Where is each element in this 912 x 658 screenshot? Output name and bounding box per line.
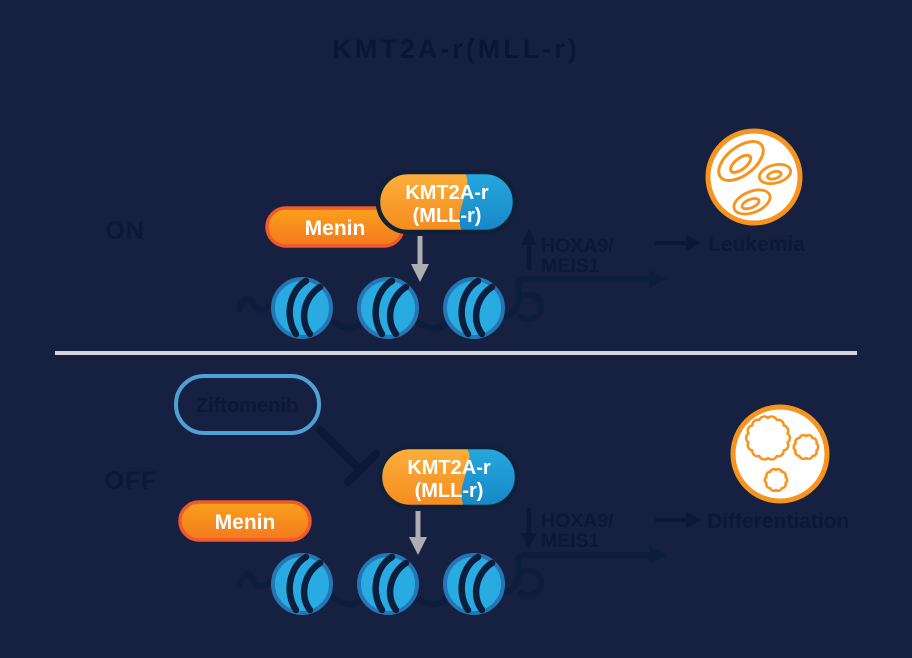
kmt2a-complex-pill-on: KMT2A-r (MLL-r)	[378, 172, 515, 232]
differentiated-cells-icon	[730, 404, 830, 504]
kmt2a-complex-pill-off: KMT2A-r (MLL-r)	[380, 447, 517, 507]
inhibitor-label: Ziftomenib	[196, 395, 298, 417]
menin-label-on: Menin	[305, 217, 366, 240]
menin-pill-off: Menin	[178, 500, 312, 542]
section-menin-on: ON Menin KMT2A-r (MLL-r) HOXA9/ MEIS1	[105, 128, 805, 337]
outcome-arrow-on	[655, 235, 701, 251]
chromatin-off	[239, 546, 667, 613]
page-title: KMT2A-r(MLL-r)	[332, 34, 579, 64]
outcome-arrow-off	[655, 512, 701, 528]
outcome-label-off: Differentiation	[707, 510, 849, 533]
gene-label-line2-on: MEIS1	[541, 255, 600, 277]
section-menin-off: Ziftomenib OFF Menin KMT2A-r (MLL-r)	[105, 374, 849, 613]
section-divider	[55, 351, 857, 355]
inhibition-tbar	[316, 426, 380, 486]
gene-label-line2-off: MEIS1	[541, 530, 600, 552]
gene-downregulation-off: HOXA9/ MEIS1	[521, 508, 614, 552]
complex-label-line1-on: KMT2A-r	[405, 182, 489, 204]
ziftomenib-pill: Ziftomenib	[174, 374, 321, 435]
complex-label-line2-off: (MLL-r)	[415, 480, 484, 502]
complex-label-line1-off: KMT2A-r	[407, 457, 491, 479]
chromatin-on	[239, 270, 667, 337]
binding-arrow-on	[411, 236, 429, 282]
complex-label-line2-on: (MLL-r)	[413, 205, 482, 227]
outcome-label-on: Leukemia	[708, 233, 805, 256]
gene-label-line1-on: HOXA9/	[541, 235, 614, 257]
red-blood-cells-icon	[705, 128, 803, 226]
on-state-label: ON	[105, 217, 145, 245]
off-state-label: OFF	[105, 467, 158, 495]
menin-label-off: Menin	[215, 511, 276, 534]
binding-arrow-off	[409, 511, 427, 555]
gene-label-line1-off: HOXA9/	[541, 510, 614, 532]
gene-upregulation-on: HOXA9/ MEIS1	[521, 229, 614, 277]
